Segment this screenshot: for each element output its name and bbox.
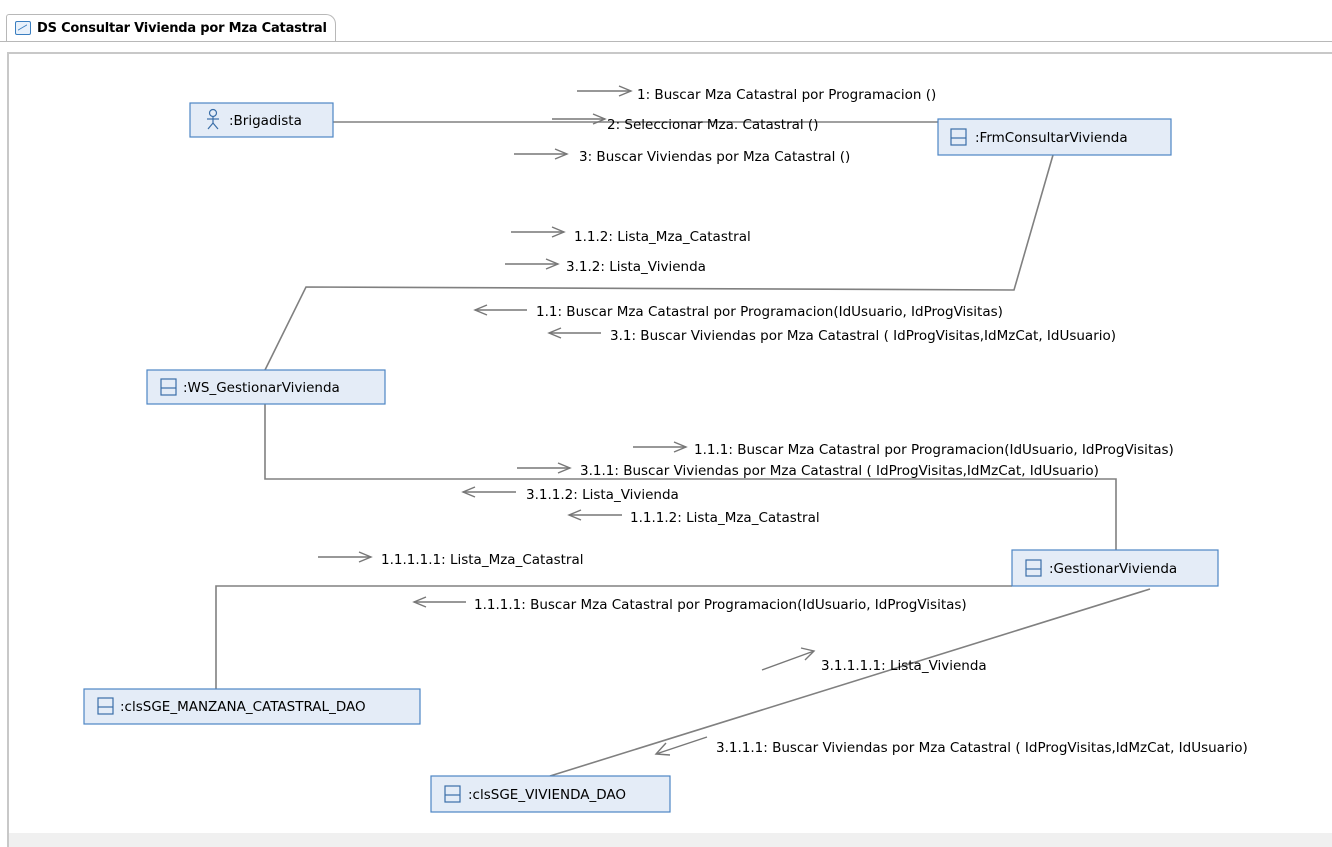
object-brigadista[interactable]: :Brigadista (189, 102, 334, 138)
object-vivienda-dao[interactable]: :clsSGE_VIVIENDA_DAO (430, 775, 671, 813)
lifeline-icon (160, 378, 177, 396)
message-label: 3.1: Buscar Viviendas por Mza Catastral … (610, 328, 1116, 344)
tab-divider (0, 41, 1332, 42)
message-label: 1.1.1.1: Buscar Mza Catastral por Progra… (474, 597, 967, 613)
message-label: 3.1.1.1.1: Lista_Vivienda (821, 658, 987, 674)
messages: 1: Buscar Mza Catastral por Programacion… (318, 85, 1248, 756)
object-label: :Brigadista (229, 113, 302, 129)
message-3-1-1-2[interactable]: 3.1.1.2: Lista_Vivienda (461, 486, 679, 503)
message-1-1-2[interactable]: 1.1.2: Lista_Mza_Catastral (511, 226, 751, 245)
message-label: 1: Buscar Mza Catastral por Programacion… (637, 87, 936, 103)
message-label: 3.1.2: Lista_Vivienda (566, 259, 706, 275)
link-gestionar-manzana[interactable] (215, 585, 1012, 689)
message-1-1-1[interactable]: 1.1.1: Buscar Mza Catastral por Programa… (633, 441, 1174, 458)
object-label: :GestionarVivienda (1049, 561, 1177, 577)
lifeline-icon (444, 785, 461, 803)
object-ws-gestionar-vivienda[interactable]: :WS_GestionarVivienda (146, 369, 386, 405)
message-label: 1.1.2: Lista_Mza_Catastral (574, 229, 751, 245)
object-frm-consultar-vivienda[interactable]: :FrmConsultarVivienda (937, 118, 1172, 156)
lifeline-icon (97, 697, 114, 715)
message-label: 1.1.1.1.1: Lista_Mza_Catastral (381, 552, 584, 568)
message-label: 1.1: Buscar Mza Catastral por Programaci… (536, 304, 1003, 320)
message-3-1-1-1-1[interactable]: 3.1.1.1.1: Lista_Vivienda (761, 647, 987, 674)
message-1-1-1-1-1[interactable]: 1.1.1.1.1: Lista_Mza_Catastral (318, 551, 584, 568)
lifeline-icon (1025, 559, 1042, 577)
object-label: :WS_GestionarVivienda (183, 380, 340, 396)
message-label: 2: Seleccionar Mza. Catastral () (607, 117, 818, 133)
message-label: 3.1.1.1: Buscar Viviendas por Mza Catast… (716, 740, 1248, 756)
links (215, 121, 1151, 777)
diagram-icon (15, 21, 31, 35)
horizontal-scrollbar[interactable] (9, 833, 1332, 847)
object-label: :clsSGE_VIVIENDA_DAO (468, 787, 626, 803)
message-3-1-2[interactable]: 3.1.2: Lista_Vivienda (505, 258, 706, 275)
link-ws-gestionar[interactable] (264, 404, 1117, 550)
message-3-1[interactable]: 3.1: Buscar Viviendas por Mza Catastral … (547, 327, 1116, 344)
lifeline-icon (950, 128, 967, 146)
message-label: 1.1.1: Buscar Mza Catastral por Programa… (694, 442, 1174, 458)
diagram-tab[interactable]: DS Consultar Vivienda por Mza Catastral (6, 14, 336, 42)
actor-icon (207, 108, 219, 130)
message-3[interactable]: 3: Buscar Viviendas por Mza Catastral () (514, 148, 850, 165)
message-1[interactable]: 1: Buscar Mza Catastral por Programacion… (577, 85, 936, 103)
diagram-tab-title: DS Consultar Vivienda por Mza Catastral (37, 21, 327, 36)
message-label: 3.1.1: Buscar Viviendas por Mza Catastra… (580, 463, 1099, 479)
message-label: 3: Buscar Viviendas por Mza Catastral () (579, 149, 850, 165)
link-gestionar-vivienda[interactable] (549, 588, 1151, 777)
editor-tab-bar: DS Consultar Vivienda por Mza Catastral (0, 0, 1332, 42)
message-1-1-1-2[interactable]: 1.1.1.2: Lista_Mza_Catastral (567, 509, 820, 526)
object-label: :clsSGE_MANZANA_CATASTRAL_DAO (120, 699, 366, 715)
message-1-1-1-1[interactable]: 1.1.1.1: Buscar Mza Catastral por Progra… (412, 596, 967, 613)
object-manzana-catastral-dao[interactable]: :clsSGE_MANZANA_CATASTRAL_DAO (83, 688, 421, 725)
message-label: 3.1.1.2: Lista_Vivienda (526, 487, 679, 503)
diagram-canvas[interactable] (7, 52, 1332, 847)
message-1-1[interactable]: 1.1: Buscar Mza Catastral por Programaci… (473, 304, 1003, 320)
message-2[interactable]: 2: Seleccionar Mza. Catastral () (552, 113, 818, 133)
link-frm-ws[interactable] (264, 154, 1054, 371)
message-3-1-1-1[interactable]: 3.1.1.1: Buscar Viviendas por Mza Catast… (654, 736, 1248, 756)
message-3-1-1[interactable]: 3.1.1: Buscar Viviendas por Mza Catastra… (517, 462, 1099, 479)
object-gestionar-vivienda[interactable]: :GestionarVivienda (1011, 549, 1219, 587)
object-label: :FrmConsultarVivienda (975, 130, 1128, 146)
message-label: 1.1.1.2: Lista_Mza_Catastral (630, 510, 820, 526)
